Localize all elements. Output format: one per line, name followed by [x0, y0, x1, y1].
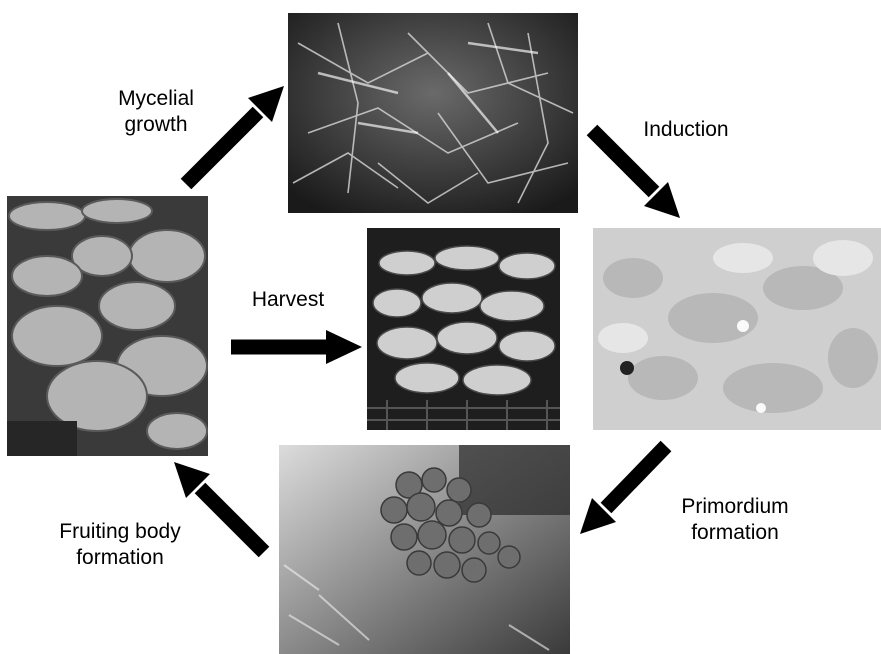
- label-harvest: Harvest: [228, 287, 348, 313]
- arrow-primordium-formation: [580, 446, 666, 534]
- harvest-photo: [367, 228, 560, 430]
- label-primordium-formation: Primordium formation: [660, 494, 810, 546]
- primordium-photo: [279, 445, 570, 654]
- label-fruiting-body-formation: Fruiting body formation: [30, 519, 210, 571]
- label-mycelial-growth: Mycelial growth: [96, 86, 216, 138]
- mycelium-photo: [288, 13, 578, 213]
- induction-photo: [593, 228, 881, 430]
- arrow-harvest: [231, 330, 362, 364]
- label-induction: Induction: [616, 117, 756, 143]
- arrow-induction: [592, 130, 680, 218]
- fruiting-body-photo: [7, 196, 208, 456]
